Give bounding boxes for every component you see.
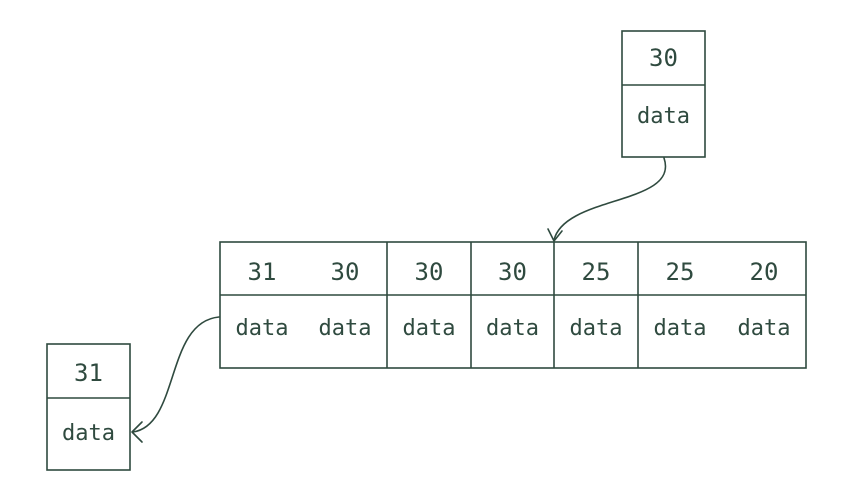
array-cell: 20 data: [738, 258, 791, 341]
array-cell-key: 31: [248, 258, 277, 286]
array-cell: 31 data: [236, 258, 289, 341]
evicted-record-key: 31: [74, 359, 103, 387]
incoming-record: 30 data: [621, 30, 706, 158]
array-cell-value: data: [570, 316, 623, 341]
array-cell-key: 25: [582, 258, 611, 286]
array-cell-key: 30: [415, 258, 444, 286]
array-cell: 25 data: [570, 258, 623, 341]
array-cell-value: data: [319, 316, 372, 341]
record-array-outline: [219, 241, 807, 369]
array-cell-key: 20: [750, 258, 779, 286]
array-cell: 30 data: [486, 258, 539, 341]
incoming-record-key: 30: [649, 44, 678, 72]
evict-arrow: [131, 316, 220, 443]
incoming-record-value: data: [637, 104, 690, 129]
array-cell-value: data: [738, 316, 791, 341]
array-cell: 25 data: [654, 258, 707, 341]
evicted-record-box: [46, 343, 131, 471]
record-array: 31 data 30 data 30 data 30 data 25 data …: [219, 241, 807, 369]
insert-arrow: [547, 157, 667, 242]
array-cell-value: data: [236, 316, 289, 341]
array-cell-key: 25: [666, 258, 695, 286]
array-cell: 30 data: [319, 258, 372, 341]
incoming-record-box: [621, 30, 706, 158]
evicted-record: 31 data: [46, 343, 131, 471]
array-cell-value: data: [654, 316, 707, 341]
array-cell-key: 30: [498, 258, 527, 286]
array-cell-value: data: [486, 316, 539, 341]
evicted-record-value: data: [62, 421, 115, 446]
array-cell-value: data: [403, 316, 456, 341]
array-cell-key: 30: [331, 258, 360, 286]
array-cell: 30 data: [403, 258, 456, 341]
